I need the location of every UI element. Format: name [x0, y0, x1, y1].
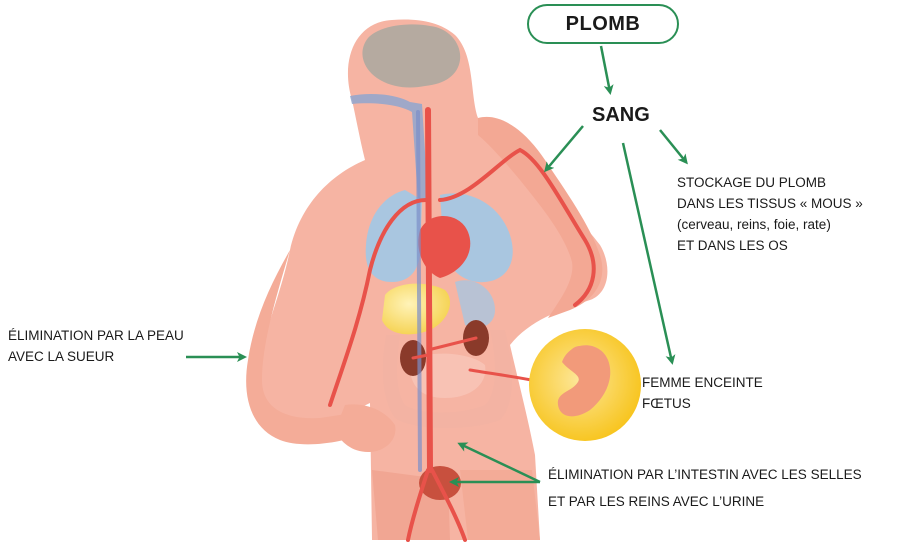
- skin-line-1: ÉLIMINATION PAR LA PEAU: [8, 325, 184, 346]
- arrow-sang-to-fetus: [623, 143, 672, 362]
- intestine-kidney-elimination-label: ÉLIMINATION PAR L’INTESTIN AVEC LES SELL…: [548, 461, 862, 515]
- arrow-sang-to-arm: [546, 126, 583, 170]
- pregnancy-line-1: FEMME ENCEINTE: [642, 372, 763, 393]
- storage-line-4: ET DANS LES OS: [677, 235, 863, 256]
- blood-label: SANG: [592, 104, 650, 127]
- lead-source-box: PLOMB: [527, 4, 679, 44]
- pregnancy-label: FEMME ENCEINTE FŒTUS: [642, 372, 763, 414]
- skin-elimination-label: ÉLIMINATION PAR LA PEAU AVEC LA SUEUR: [8, 325, 184, 367]
- pregnancy-line-2: FŒTUS: [642, 393, 763, 414]
- storage-line-2: DANS LES TISSUS « MOUS »: [677, 193, 863, 214]
- elimination-line-1: ÉLIMINATION PAR L’INTESTIN AVEC LES SELL…: [548, 461, 862, 488]
- lead-label: PLOMB: [566, 13, 641, 36]
- brain: [362, 24, 460, 87]
- elimination-line-2: ET PAR LES REINS AVEC L’URINE: [548, 488, 862, 515]
- arrow-plomb-to-sang: [601, 46, 610, 92]
- storage-line-1: STOCKAGE DU PLOMB: [677, 172, 863, 193]
- arrow-sang-to-storage: [660, 130, 686, 162]
- fetus-illustration: [529, 329, 641, 441]
- storage-line-3: (cerveau, reins, foie, rate): [677, 214, 863, 235]
- storage-label: STOCKAGE DU PLOMB DANS LES TISSUS « MOUS…: [677, 172, 863, 256]
- skin-line-2: AVEC LA SUEUR: [8, 346, 184, 367]
